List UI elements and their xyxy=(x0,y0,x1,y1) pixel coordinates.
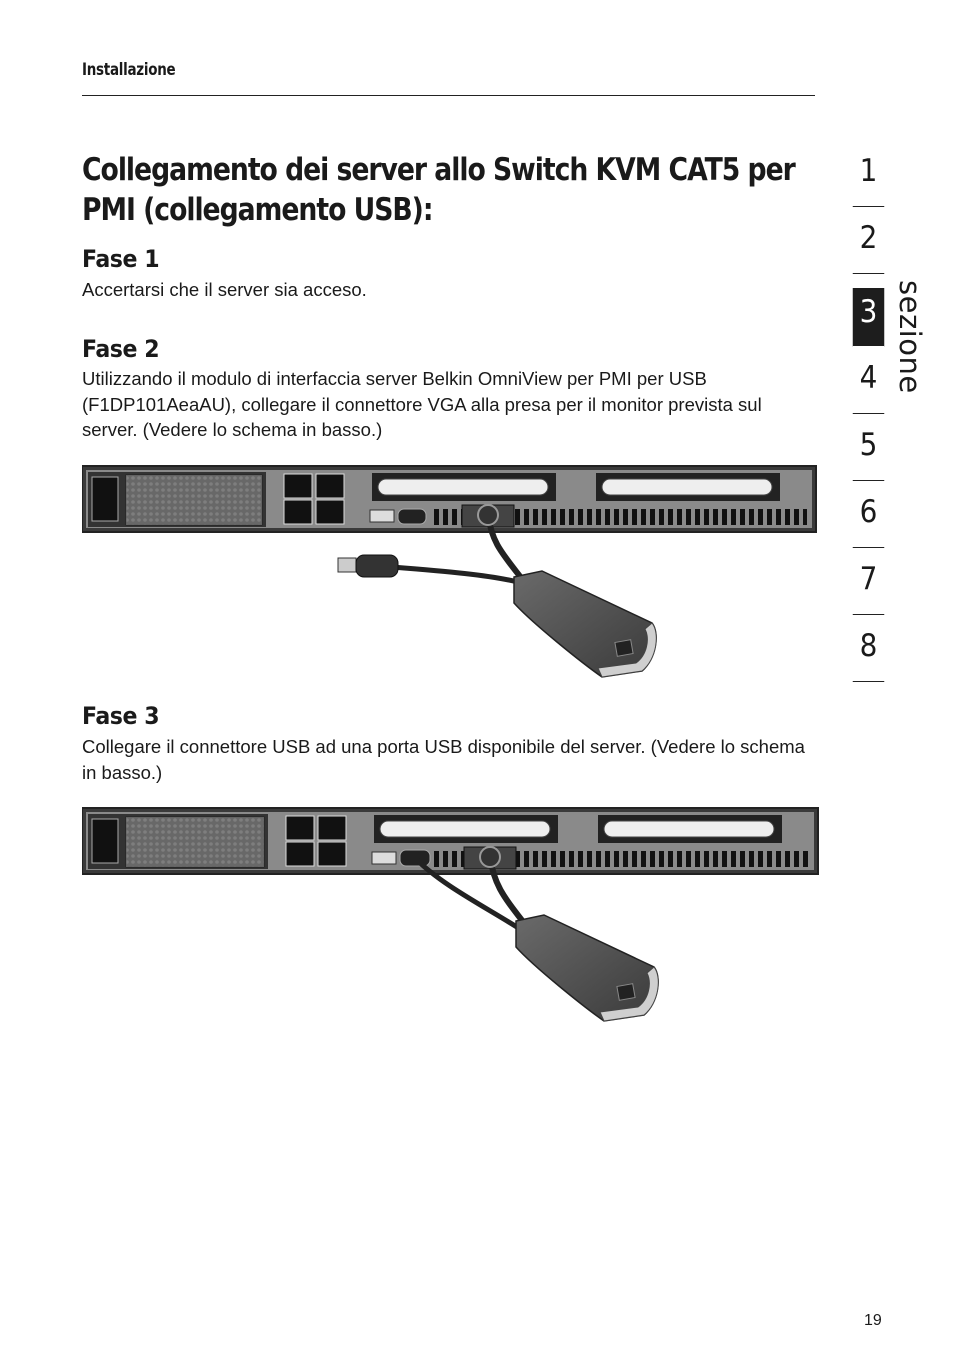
interface-module xyxy=(515,914,659,1022)
section-nav-item-3[interactable]: 3 xyxy=(852,288,885,347)
fase-2-diagram xyxy=(82,465,817,678)
section-nav-item-4[interactable]: 4 xyxy=(852,347,885,414)
page-title: Collegamento dei server allo Switch KVM … xyxy=(82,150,796,230)
running-header: Installazione xyxy=(82,60,176,80)
section-nav-item-1[interactable]: 1 xyxy=(852,140,885,207)
server-rear-panel xyxy=(82,807,819,875)
usb-cable xyxy=(337,554,523,586)
step-2-text: Utilizzando il modulo di interfaccia ser… xyxy=(82,368,762,440)
server-rear-panel xyxy=(82,465,817,533)
usb-cable xyxy=(414,857,522,932)
section-nav-item-8[interactable]: 8 xyxy=(852,615,885,682)
section-nav-item-6[interactable]: 6 xyxy=(852,481,885,548)
vga-cable xyxy=(479,846,527,925)
step-1-text: Accertarsi che il server sia acceso. xyxy=(82,279,367,300)
fase-3-diagram xyxy=(82,807,819,1022)
page-number: 19 xyxy=(864,1312,882,1329)
section-nav-item-5[interactable]: 5 xyxy=(852,414,885,481)
step-3-text: Collegare il connettore USB ad una porta… xyxy=(82,736,805,783)
section-nav: 1 2 3 4 5 6 7 8 xyxy=(851,140,886,682)
interface-module xyxy=(513,570,657,678)
vga-cable xyxy=(477,504,525,581)
step-2-heading: Fase 2 xyxy=(82,335,160,363)
section-nav-item-7[interactable]: 7 xyxy=(852,548,885,615)
section-label: sezione xyxy=(893,280,927,394)
header-divider xyxy=(82,95,815,96)
step-3-heading: Fase 3 xyxy=(82,702,160,730)
page-title-text: Collegamento dei server allo Switch KVM … xyxy=(82,152,796,228)
step-1-heading: Fase 1 xyxy=(82,245,160,273)
section-nav-item-2[interactable]: 2 xyxy=(852,207,885,274)
